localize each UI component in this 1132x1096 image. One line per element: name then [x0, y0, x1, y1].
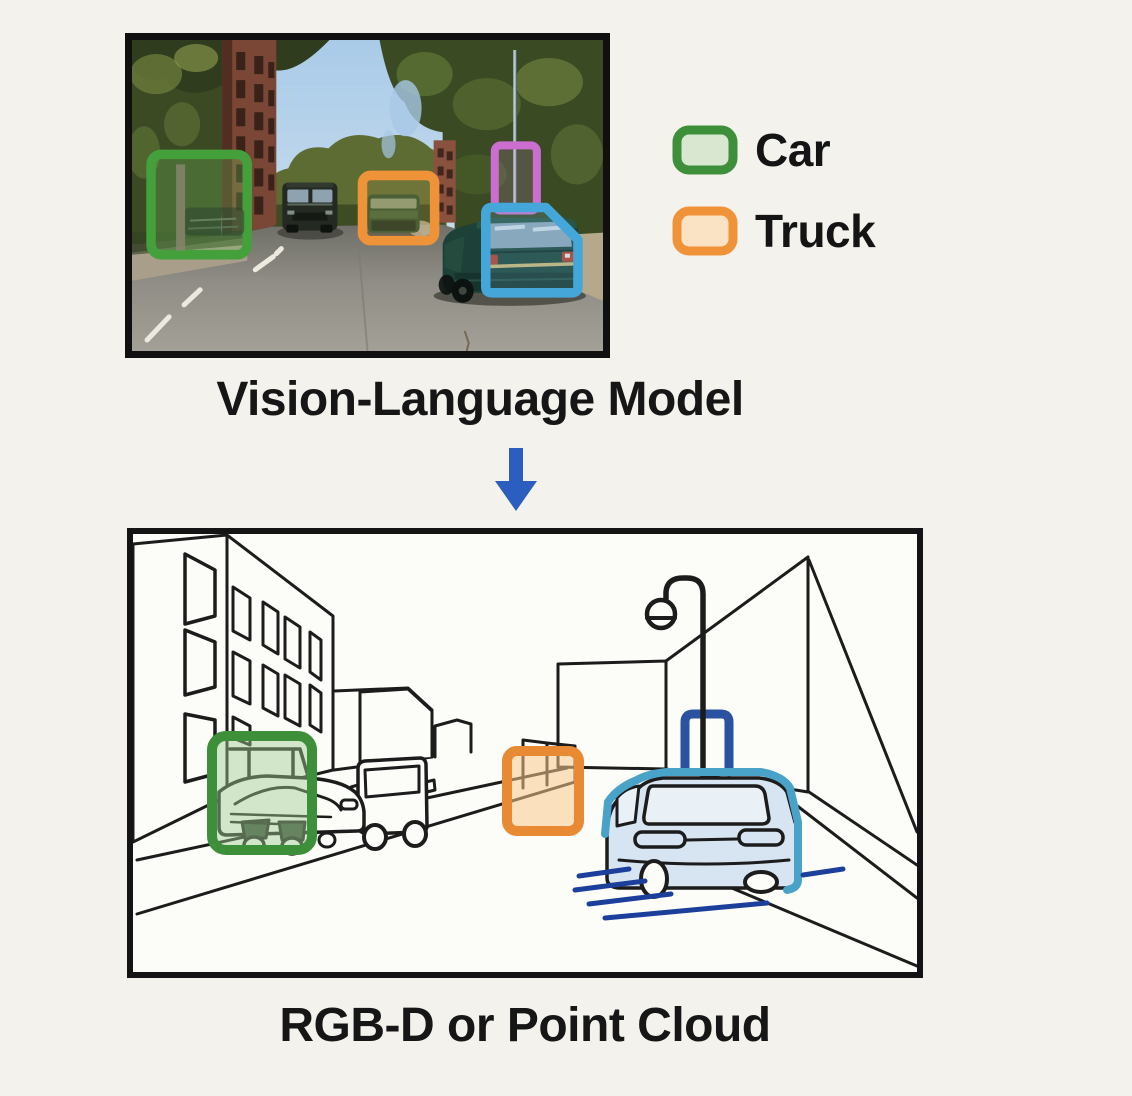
pole	[513, 50, 517, 211]
right-walls	[556, 555, 810, 794]
legend-label-car: Car	[755, 124, 831, 176]
line-drawing	[133, 534, 917, 968]
bbox-pole-right	[490, 141, 541, 215]
legend-label-truck: Truck	[755, 205, 876, 257]
bbox-car-right	[480, 202, 583, 298]
rgbd-caption: RGB-D or Point Cloud	[279, 999, 771, 1052]
parked-car-left	[176, 164, 245, 251]
sketch-truck	[349, 687, 437, 851]
street-lamp	[644, 575, 706, 791]
lane-markings	[144, 246, 284, 343]
pointcloud-sketch-panel	[127, 528, 923, 978]
bbox-truck-ahead	[357, 170, 440, 246]
legend: Car Truck	[672, 125, 876, 257]
vlm-caption: Vision-Language Model	[216, 373, 744, 426]
truck-vehicle	[362, 194, 433, 241]
street-photo	[132, 40, 603, 351]
car-swatch-icon	[672, 125, 738, 175]
sketch-car-right-outline	[601, 768, 802, 894]
sketch-bbox-truck	[502, 746, 584, 836]
brick-building	[222, 40, 277, 249]
sketch-pole-bracket	[680, 709, 734, 777]
truck-swatch-icon	[672, 206, 738, 256]
bbox-car-left	[146, 149, 253, 260]
van-vehicle	[277, 182, 344, 240]
left-building	[133, 534, 335, 844]
ground-dashes	[572, 866, 846, 921]
sketch-car-right	[605, 776, 801, 899]
legend-item-car: Car	[672, 125, 875, 175]
camera-photo-panel	[125, 33, 610, 358]
road-lines	[135, 558, 917, 968]
arrow-down-icon	[494, 448, 538, 512]
sketch-bbox-car	[207, 731, 317, 855]
legend-item-truck: Truck	[672, 205, 876, 257]
